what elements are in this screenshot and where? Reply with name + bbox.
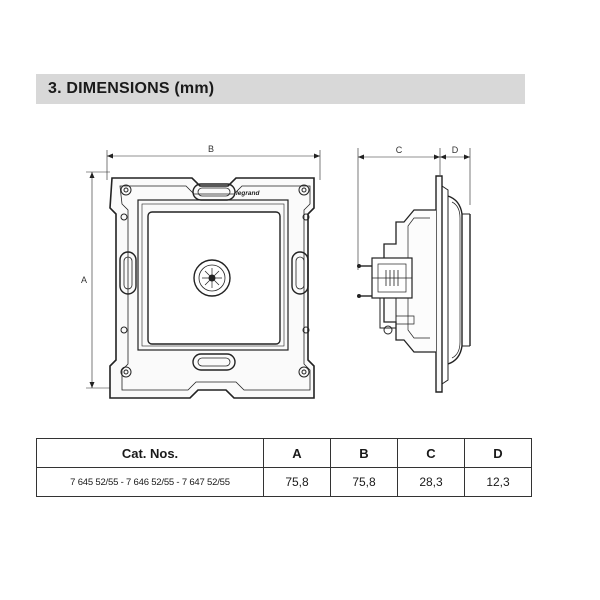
- col-header-a: A: [263, 438, 331, 468]
- col-header-c: C: [397, 438, 465, 468]
- brand-logo: legrand: [236, 190, 261, 197]
- cell-d: 12,3: [464, 467, 532, 497]
- table-header-row: Cat. Nos. A B C D: [36, 438, 532, 468]
- dim-b-label: B: [208, 144, 214, 154]
- dimensions-table: Cat. Nos. A B C D 7 645 52/55 - 7 646 52…: [36, 438, 532, 497]
- cell-cat-nos: 7 645 52/55 - 7 646 52/55 - 7 647 52/55: [36, 467, 264, 497]
- cell-b: 75,8: [330, 467, 398, 497]
- dim-c-label: C: [396, 145, 403, 155]
- section-header: 3. DIMENSIONS (mm): [36, 74, 525, 104]
- table-row: 7 645 52/55 - 7 646 52/55 - 7 647 52/55 …: [36, 467, 532, 497]
- dim-a-label: A: [81, 275, 87, 285]
- cell-c: 28,3: [397, 467, 465, 497]
- section-title: 3. DIMENSIONS (mm): [48, 80, 215, 97]
- dimension-drawing: legrand B A: [81, 144, 471, 399]
- col-header-d: D: [464, 438, 532, 468]
- front-view: [86, 150, 321, 399]
- side-view: [357, 148, 471, 393]
- cell-a: 75,8: [263, 467, 331, 497]
- col-header-cat-nos: Cat. Nos.: [36, 438, 264, 468]
- col-header-b: B: [330, 438, 398, 468]
- dim-d-label: D: [452, 145, 459, 155]
